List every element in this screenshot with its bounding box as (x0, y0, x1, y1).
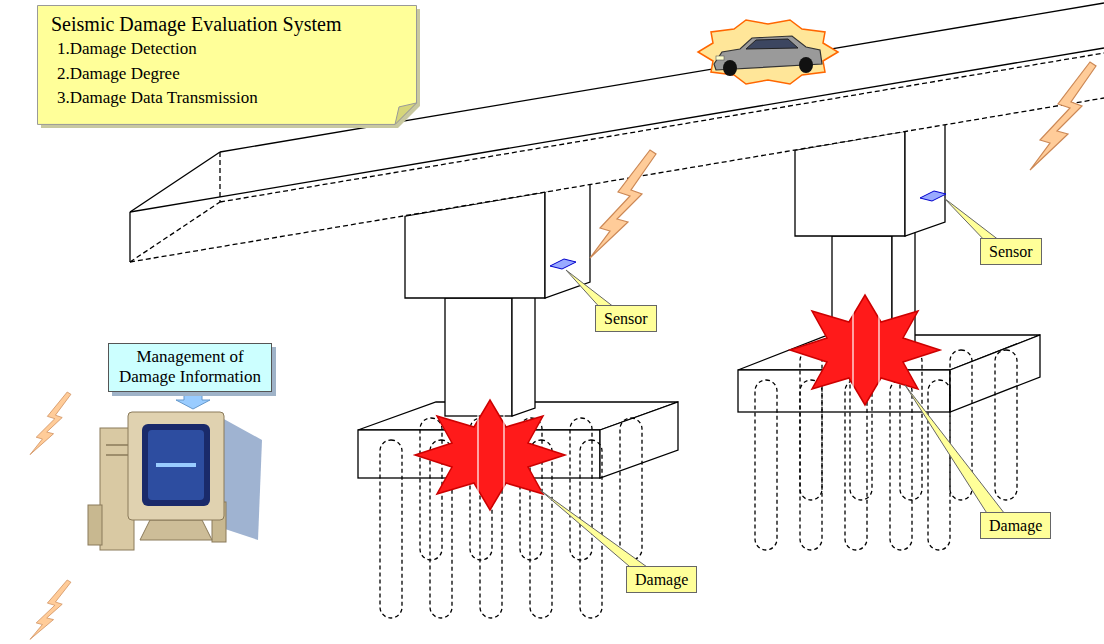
note-item: 2.Damage Degree (57, 62, 399, 87)
monitor-shadow (222, 418, 262, 540)
car-headlight (716, 56, 724, 60)
pile (420, 418, 442, 560)
monitor-base (140, 520, 212, 540)
computer-icon (88, 394, 262, 550)
sensor-callout: Sensor (980, 238, 1042, 265)
info-label: Management of Damage Information (115, 347, 265, 388)
pile (755, 380, 777, 550)
wireless-signal (30, 62, 1096, 639)
damage-burst (415, 400, 565, 510)
damage-burst (790, 295, 940, 405)
note-item: 3.Damage Data Transmission (57, 86, 399, 111)
callout-tails (540, 198, 1008, 572)
monitor-body (128, 412, 224, 520)
note-item: 1.Damage Detection (57, 37, 399, 62)
summary-note: Seismic Damage Evaluation System1.Damage… (37, 5, 417, 125)
callout-label: Damage (635, 570, 688, 589)
car-window (746, 39, 798, 49)
cap-side (545, 176, 590, 298)
hidden-edge (477, 412, 478, 500)
deck-edge (130, 152, 220, 212)
block-arrow (176, 394, 210, 409)
pile (530, 440, 552, 618)
pile (570, 418, 592, 560)
note-body (38, 6, 417, 125)
pile (928, 380, 950, 550)
lightning-bolt (30, 392, 71, 455)
damage-star (415, 400, 565, 510)
pile (845, 380, 867, 550)
callout-tail (905, 385, 1008, 518)
car-glow (698, 20, 838, 84)
cap-side (905, 118, 945, 236)
lightning-bolt (1030, 62, 1096, 170)
hidden-edge (852, 307, 853, 395)
monitor-screen (142, 424, 210, 506)
deck-edge (129, 212, 130, 262)
pile (890, 380, 912, 550)
screen-glyph (156, 463, 196, 467)
deck-hidden-edge (130, 202, 220, 262)
sensor-device (550, 259, 576, 269)
note-heading: Seismic Damage Evaluation System (51, 12, 399, 37)
drive-slot (106, 444, 128, 446)
pile (800, 380, 822, 550)
monitor-screen-glow (148, 430, 204, 500)
deck-hidden-edge (219, 152, 220, 202)
sensor-callout: Sensor (595, 305, 657, 332)
drive-slot (106, 454, 128, 456)
car-wheel (723, 60, 737, 76)
pile (800, 350, 822, 500)
damage-callout: Damage (626, 566, 697, 593)
info-box: Management of Damage Information (108, 343, 272, 392)
left-column (445, 290, 535, 416)
damage-star (790, 295, 940, 405)
callout-label: Sensor (989, 242, 1033, 261)
pile (995, 350, 1017, 500)
column-side (512, 290, 535, 416)
footing-side (600, 402, 678, 478)
car-wheel (799, 57, 813, 73)
callout-tail (540, 490, 654, 572)
hidden-edge (503, 412, 504, 500)
sensor-device (920, 191, 946, 201)
hidden-edge (878, 307, 879, 395)
lightning-bolt (30, 580, 71, 639)
damage-callout: Damage (980, 512, 1051, 539)
pile (620, 418, 642, 560)
callout-label: Sensor (604, 309, 648, 328)
callout-label: Damage (989, 516, 1042, 535)
lightning-bolt (590, 150, 656, 258)
car-icon (698, 20, 838, 84)
note-fold (395, 103, 417, 125)
pile (380, 440, 402, 618)
speaker (88, 505, 102, 545)
column-front (445, 298, 512, 416)
